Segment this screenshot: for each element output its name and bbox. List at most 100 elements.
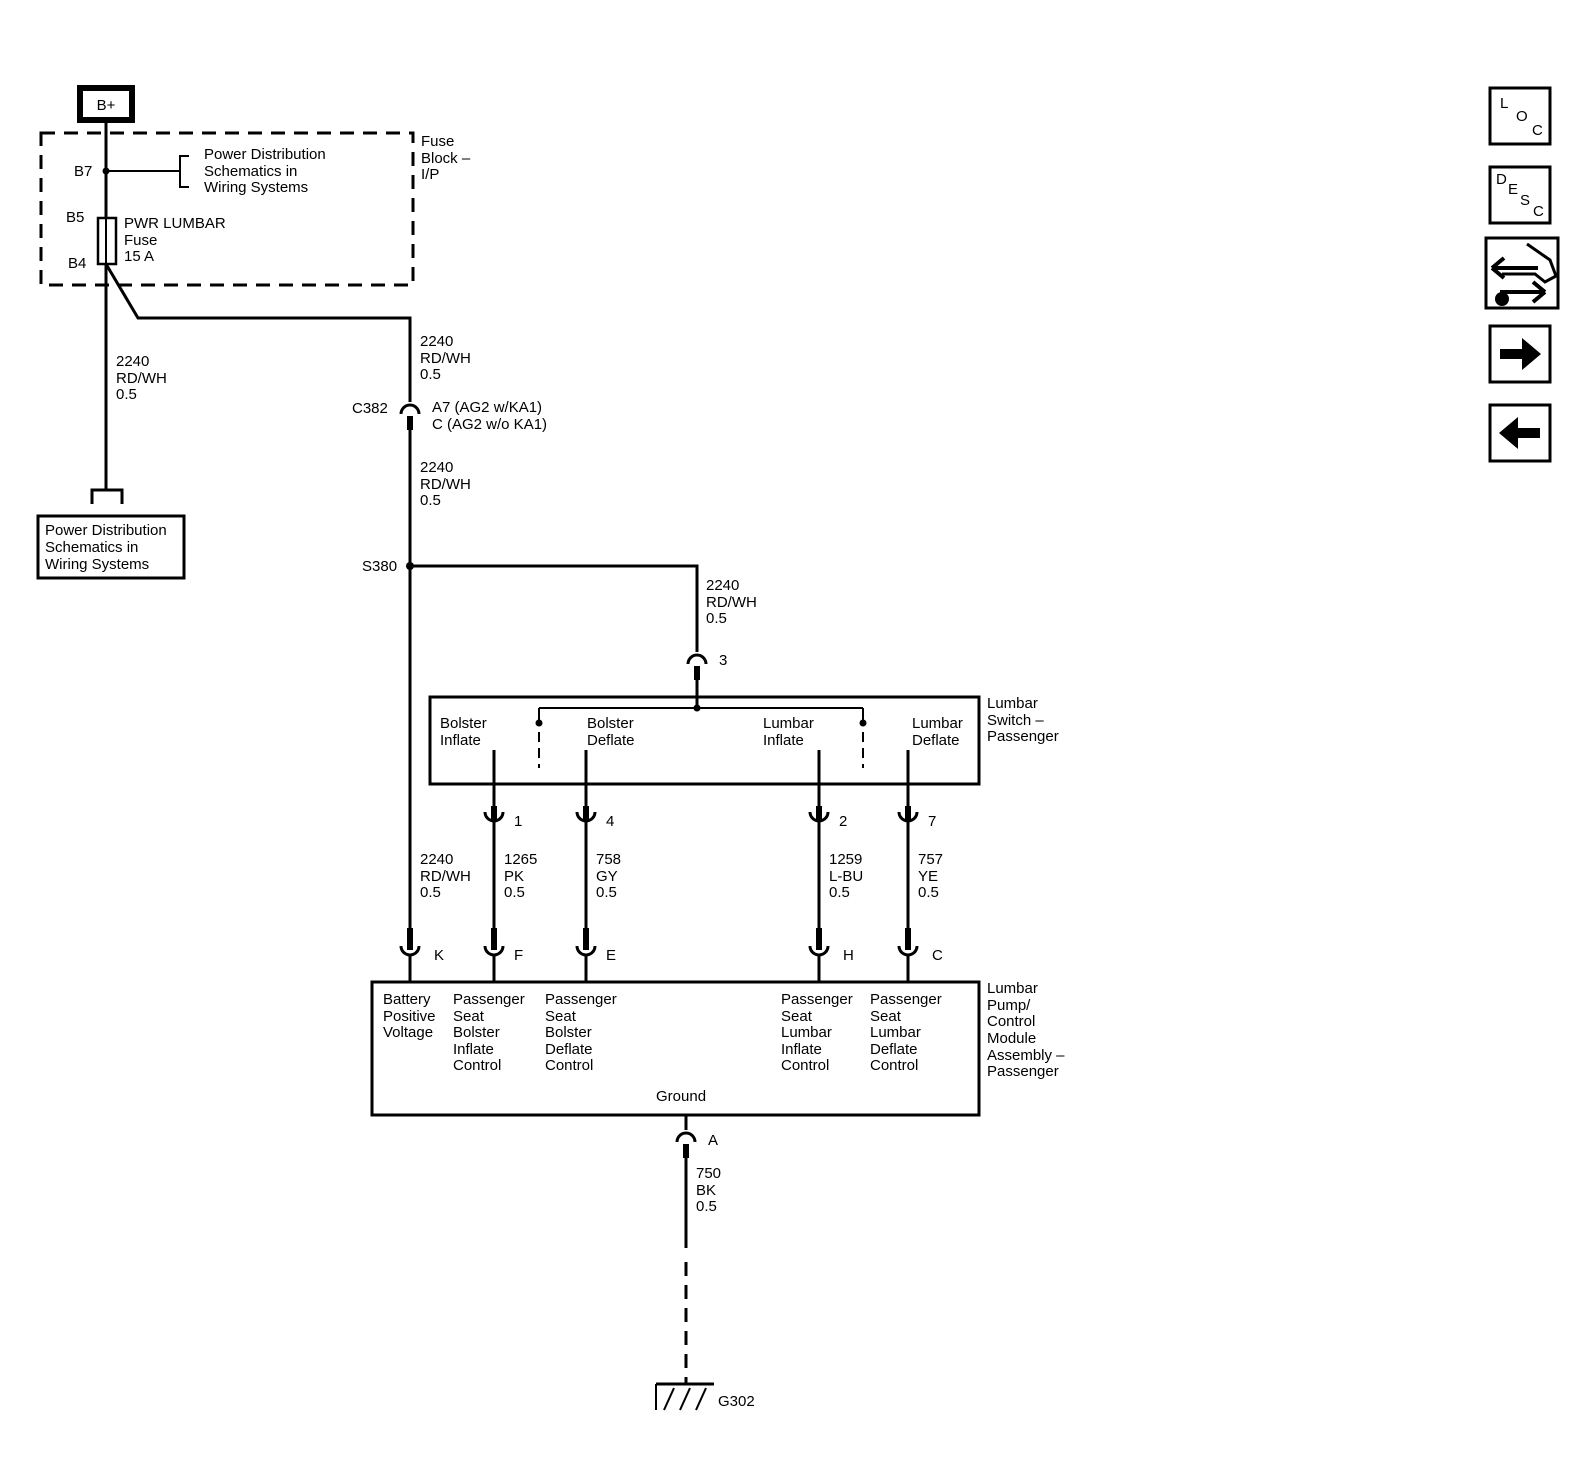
module-label-2: Pump/ <box>987 997 1031 1014</box>
w-mid-gauge: 0.5 <box>420 492 441 509</box>
w-left-color: RD/WH <box>116 370 167 387</box>
w-f-circuit: 1265 <box>504 851 537 868</box>
fn-f-2: Seat <box>453 1008 485 1025</box>
fn-h-1: Passenger <box>781 991 853 1008</box>
switch-pin-4: 4 <box>606 813 614 830</box>
switch-feed-pin: 3 <box>719 652 727 669</box>
fuse-block-label-3: I/P <box>421 166 439 183</box>
w-e-gauge: 0.5 <box>596 884 617 901</box>
fn-k-3: Voltage <box>383 1024 433 1041</box>
fuse-block-label-2: Block – <box>421 150 471 167</box>
c382-pin-line-1: A7 (AG2 w/KA1) <box>432 399 542 416</box>
fuse-ref-line-1: Power Distribution <box>204 146 326 163</box>
power-ref-line-2: Schematics in <box>45 539 138 556</box>
fuse-line-1: PWR LUMBAR <box>124 215 226 232</box>
switch-to-module-wires: 2240 RD/WH 0.5 1265 PK 0.5 758 GY 0.5 12… <box>420 822 943 928</box>
w-switch-gauge: 0.5 <box>706 610 727 627</box>
loc-icon[interactable]: L O C <box>1488 86 1552 146</box>
pin-b5-label: B5 <box>66 209 84 226</box>
switch-pos-bolster-deflate-1: Bolster <box>587 715 634 732</box>
w-h-color: L-BU <box>829 868 863 885</box>
pin-b4-label: B4 <box>68 255 86 272</box>
connector-diagnostic-icon[interactable] <box>1484 236 1560 310</box>
power-ref-line-3: Wiring Systems <box>45 556 149 573</box>
w-top-gauge: 0.5 <box>420 366 441 383</box>
w-c-color: YE <box>918 868 938 885</box>
switch-label-1: Lumbar <box>987 695 1038 712</box>
fn-c-2: Seat <box>870 1008 902 1025</box>
switch-pos-lumbar-inflate-1: Lumbar <box>763 715 814 732</box>
previous-arrow-icon[interactable] <box>1488 403 1552 463</box>
c382-name: C382 <box>352 400 388 417</box>
fn-h-5: Control <box>781 1057 829 1074</box>
fn-e-1: Passenger <box>545 991 617 1008</box>
w-ground-color: BK <box>696 1182 716 1199</box>
w-c-circuit: 757 <box>918 851 943 868</box>
power-ref-line-1: Power Distribution <box>45 522 167 539</box>
w-h-gauge: 0.5 <box>829 884 850 901</box>
desc-letter-c: C <box>1533 203 1544 220</box>
fuse-block-label-1: Fuse <box>421 133 454 150</box>
w-left-circuit: 2240 <box>116 353 149 370</box>
ground-connector-a: A <box>675 1115 718 1158</box>
battery-source: B+ <box>77 85 135 123</box>
desc-icon[interactable]: D E S C <box>1488 165 1552 225</box>
w-e-circuit: 758 <box>596 851 621 868</box>
fn-h-3: Lumbar <box>781 1024 832 1041</box>
fn-k-2: Positive <box>383 1008 436 1025</box>
w-c-gauge: 0.5 <box>918 884 939 901</box>
w-left-gauge: 0.5 <box>116 386 137 403</box>
fuse-ref-line-3: Wiring Systems <box>204 179 308 196</box>
module-pin-c: C <box>932 947 943 964</box>
switch-pos-lumbar-deflate-2: Deflate <box>912 732 960 749</box>
switch-pin-7: 7 <box>928 813 936 830</box>
fn-e-5: Control <box>545 1057 593 1074</box>
battery-source-label: B+ <box>97 97 116 114</box>
fn-f-1: Passenger <box>453 991 525 1008</box>
w-k-gauge: 0.5 <box>420 884 441 901</box>
ground-g302: G302 <box>655 1382 755 1411</box>
w-e-color: GY <box>596 868 618 885</box>
w-k-circuit: 2240 <box>420 851 453 868</box>
fn-c-1: Passenger <box>870 991 942 1008</box>
w-ground-circuit: 750 <box>696 1165 721 1182</box>
fn-k-1: Battery <box>383 991 431 1008</box>
switch-pos-lumbar-deflate-1: Lumbar <box>912 715 963 732</box>
fn-f-4: Inflate <box>453 1041 494 1058</box>
left-feed-wire: 2240 RD/WH 0.5 <box>90 264 167 504</box>
fn-e-4: Deflate <box>545 1041 593 1058</box>
w-top-circuit: 2240 <box>420 333 453 350</box>
fn-c-4: Deflate <box>870 1041 918 1058</box>
power-distribution-ref-box: Power Distribution Schematics in Wiring … <box>36 514 186 580</box>
module-pin-h: H <box>843 947 854 964</box>
w-switch-circuit: 2240 <box>706 577 739 594</box>
switch-pin-2: 2 <box>839 813 847 830</box>
module-label-5: Assembly – <box>987 1047 1065 1064</box>
w-top-color: RD/WH <box>420 350 471 367</box>
splice-s380: S380 <box>362 558 414 575</box>
fuse-line-3: 15 A <box>124 248 154 265</box>
switch-feed-wire <box>410 564 699 652</box>
w-ground-gauge: 0.5 <box>696 1198 717 1215</box>
fuse-block: Fuse Block – I/P B7 Power Distribution S… <box>39 120 471 287</box>
module-pin-k: K <box>434 947 444 964</box>
switch-output-connectors: 1 4 2 7 <box>483 784 936 830</box>
fn-c-5: Control <box>870 1057 918 1074</box>
switch-pin-1: 1 <box>514 813 522 830</box>
fn-h-4: Inflate <box>781 1041 822 1058</box>
module-label-4: Module <box>987 1030 1036 1047</box>
w-mid-color: RD/WH <box>420 476 471 493</box>
module-label-6: Passenger <box>987 1063 1059 1080</box>
next-arrow-icon[interactable] <box>1488 324 1552 384</box>
module-pin-e: E <box>606 947 616 964</box>
desc-letter-s: S <box>1520 192 1530 209</box>
switch-pin-3-connector: 3 <box>686 652 727 680</box>
lumbar-switch: Lumbar Switch – Passenger Bolster Inflat… <box>428 695 1059 786</box>
connector-c382: C382 A7 (AG2 w/KA1) C (AG2 w/o KA1) <box>352 399 547 433</box>
switch-pos-bolster-deflate-2: Deflate <box>587 732 635 749</box>
switch-pos-bolster-inflate-2: Inflate <box>440 732 481 749</box>
switch-label-2: Switch – <box>987 712 1044 729</box>
module-ground-label: Ground <box>656 1088 706 1105</box>
fn-e-2: Seat <box>545 1008 577 1025</box>
